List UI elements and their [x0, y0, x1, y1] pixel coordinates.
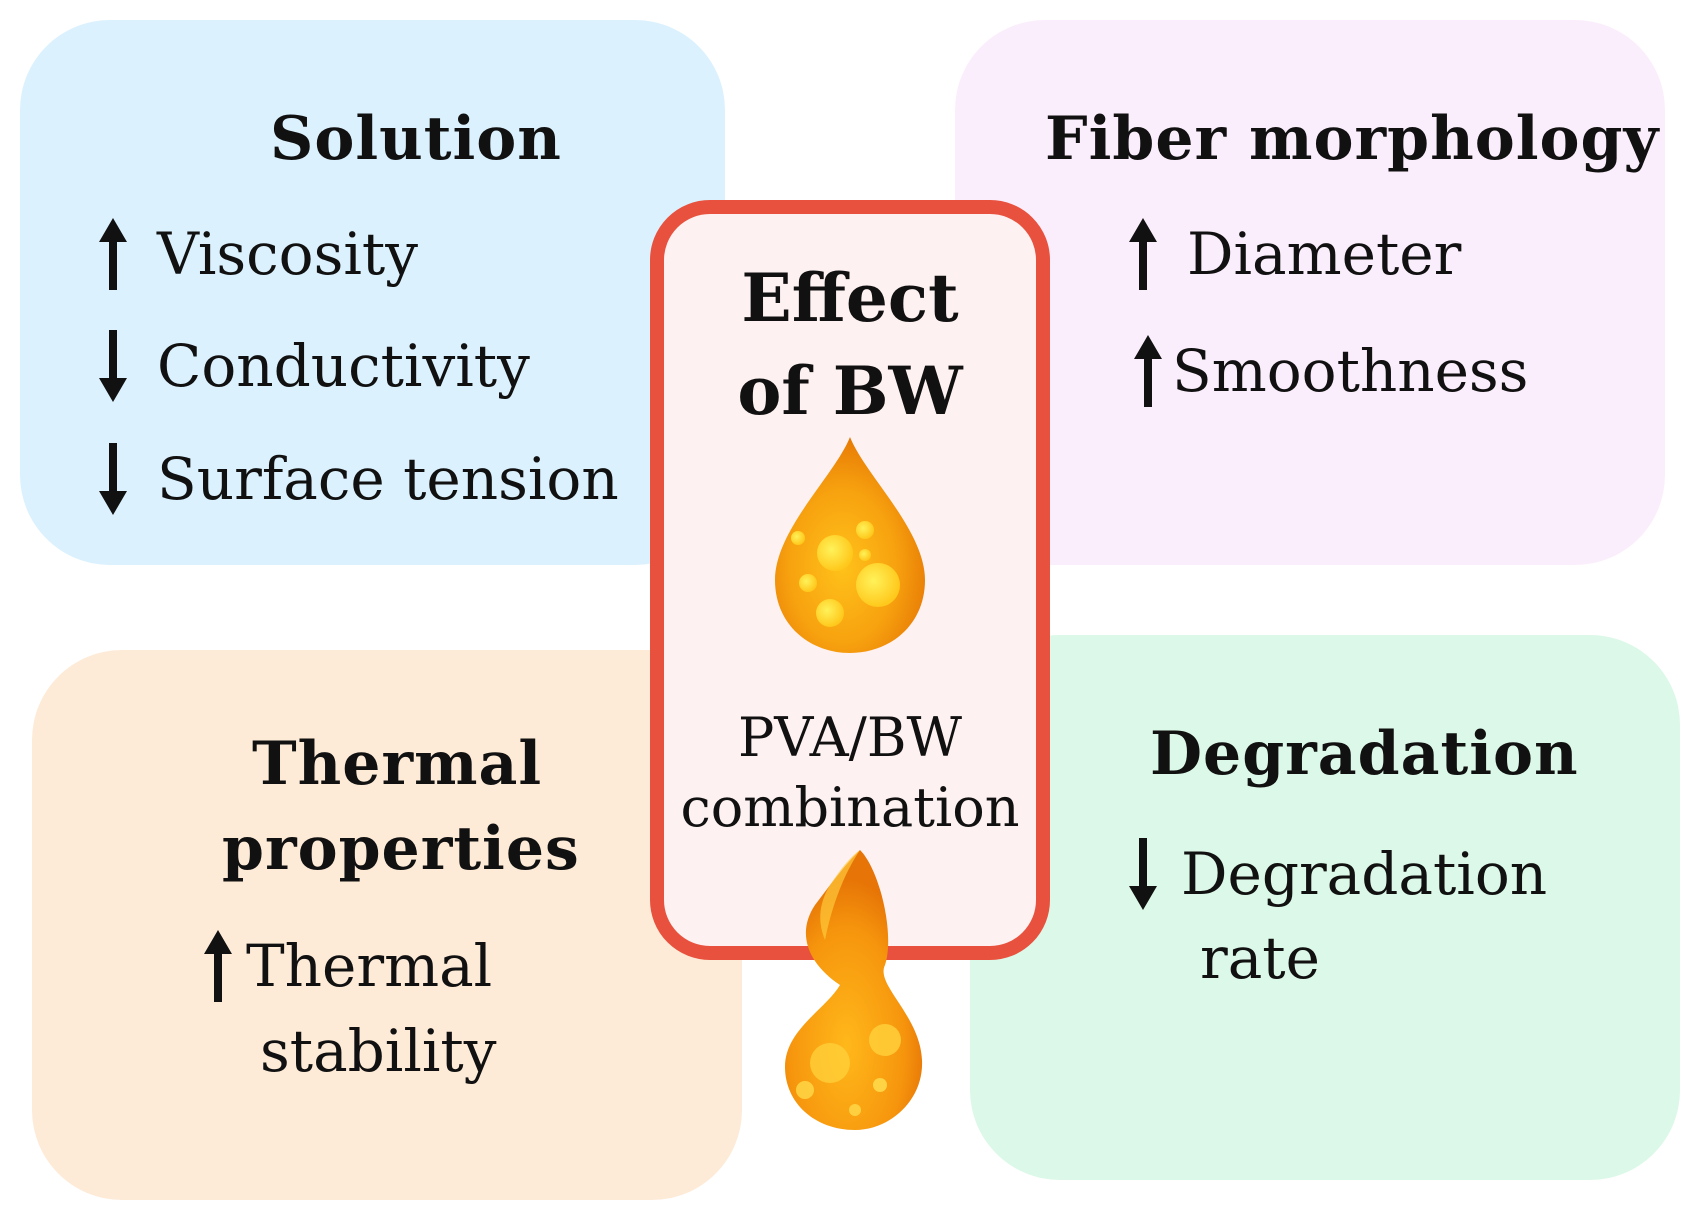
thermal-stability-line2: stability	[260, 1018, 497, 1085]
degradation-rate-label-line2: rate	[1200, 924, 1320, 992]
smoothness-item: Smoothness	[1130, 335, 1528, 407]
honey-drop-icon	[775, 437, 925, 653]
center-subtitle-line1: PVA/BW	[737, 706, 963, 769]
thermal-heading-line2: properties	[222, 814, 580, 884]
smoothness-label: Smoothness	[1172, 336, 1529, 405]
down-arrow-icon	[95, 443, 131, 515]
up-arrow-icon	[200, 930, 236, 1002]
thermal-properties-panel	[32, 650, 742, 1200]
fiber-morphology-heading: Fiber morphology	[1045, 104, 1660, 174]
degradation-rate-line2: rate	[1200, 925, 1320, 992]
degradation-rate-label-line1: Degradation	[1181, 839, 1548, 908]
degradation-rate-item: Degradation	[1125, 838, 1547, 910]
honey-drip-icon	[785, 850, 923, 1130]
conductivity-label: Conductivity	[157, 331, 530, 400]
effect-of-bw-box: Effect of BW PVA/BW combination	[650, 200, 1050, 960]
degradation-panel	[970, 635, 1680, 1180]
down-arrow-icon	[95, 330, 131, 402]
down-arrow-icon	[1125, 838, 1161, 910]
surface-tension-item: Surface tension	[95, 443, 619, 515]
surface-tension-label: Surface tension	[157, 444, 619, 513]
diameter-item: Diameter	[1125, 218, 1461, 290]
solution-panel	[20, 20, 725, 565]
conductivity-item: Conductivity	[95, 330, 530, 402]
center-title-line2: of BW	[737, 352, 963, 430]
degradation-heading: Degradation	[1150, 719, 1579, 789]
center-subtitle-line2: combination	[680, 776, 1020, 839]
solution-heading: Solution	[270, 104, 562, 174]
up-arrow-icon	[95, 218, 131, 290]
viscosity-item: Viscosity	[95, 218, 418, 290]
up-arrow-icon	[1125, 218, 1161, 290]
thermal-stability-item: Thermal	[200, 930, 492, 1002]
fiber-morphology-panel	[955, 20, 1665, 565]
thermal-heading-line1: Thermal	[252, 729, 543, 799]
thermal-stability-label-line2: stability	[260, 1017, 497, 1085]
center-title-line1: Effect	[741, 259, 959, 337]
diameter-label: Diameter	[1187, 219, 1462, 288]
viscosity-label: Viscosity	[157, 219, 418, 288]
thermal-stability-label-line1: Thermal	[246, 931, 493, 1000]
up-arrow-icon	[1130, 335, 1166, 407]
